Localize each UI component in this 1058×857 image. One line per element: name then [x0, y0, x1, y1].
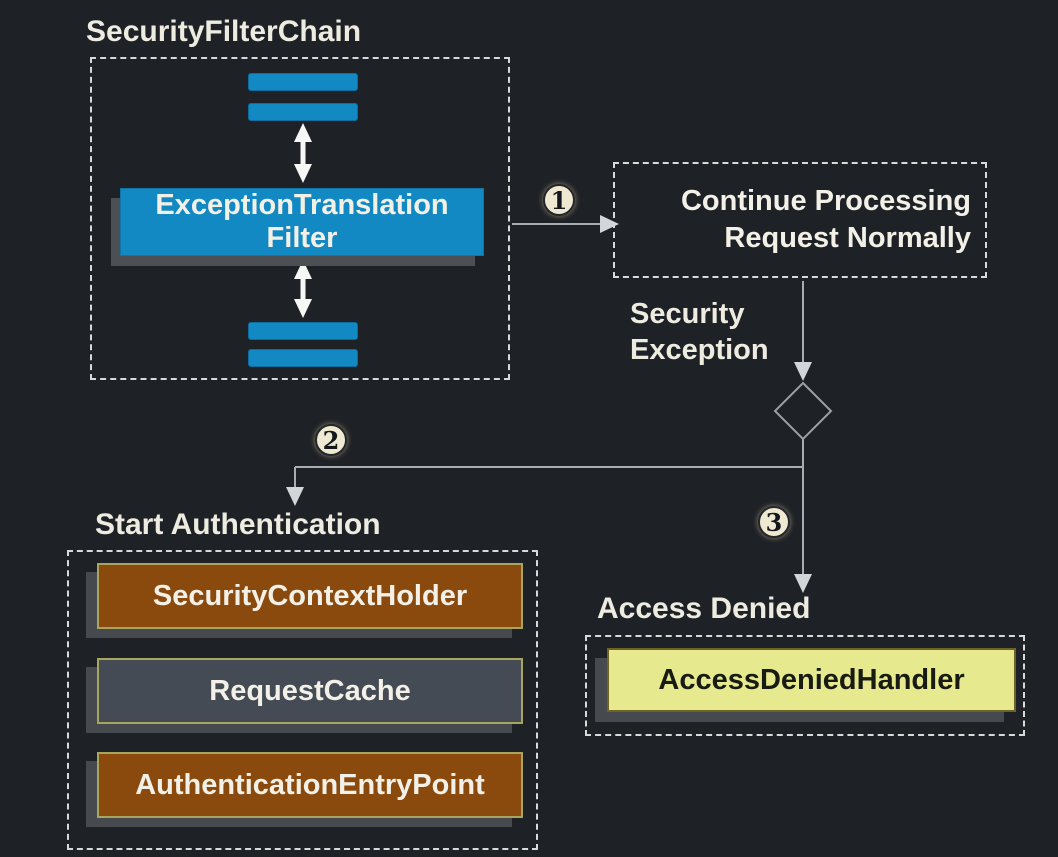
- security-filter-chain-title: SecurityFilterChain: [86, 15, 362, 48]
- access-denied-handler-label: AccessDeniedHandler: [658, 663, 965, 696]
- double-arrow-bottom-up-icon: [294, 260, 312, 279]
- step-1-badge: 1: [543, 184, 575, 216]
- decision-diamond: [773, 381, 833, 441]
- arrowheads: [286, 215, 812, 593]
- security-exception-line1: Security: [630, 298, 745, 330]
- authentication-entry-point-box: AuthenticationEntryPoint: [97, 752, 523, 818]
- double-arrow-bottom-shaft: [300, 276, 306, 302]
- arrowhead-right-icon: [600, 215, 619, 233]
- step-2-badge: 2: [315, 424, 347, 456]
- step-3-badge: 3: [758, 506, 790, 538]
- double-arrows: [294, 123, 312, 318]
- connector-lines: [294, 223, 804, 579]
- arrowhead-down-access-denied-icon: [794, 574, 812, 593]
- request-cache-box: RequestCache: [97, 658, 523, 724]
- security-filter-chain-container: [90, 57, 510, 380]
- exception-translation-filter-box: ExceptionTranslation Filter: [120, 188, 484, 256]
- start-authentication-container: [67, 550, 538, 850]
- double-arrow-top-down-icon: [294, 164, 312, 183]
- filter-bar-4: [248, 349, 358, 367]
- continue-processing-line1: Continue Processing: [680, 185, 971, 217]
- arrowhead-down-diamond-icon: [794, 362, 812, 381]
- filter-bar-2: [248, 103, 358, 121]
- continue-processing-line2: Request Normally: [724, 222, 971, 254]
- request-cache-label: RequestCache: [209, 674, 411, 707]
- access-denied-title: Access Denied: [597, 592, 811, 625]
- continue-processing-box: Continue Processing Request Normally: [613, 162, 987, 278]
- filter-bar-3: [248, 322, 358, 340]
- exception-translation-filter-line1: ExceptionTranslation: [155, 189, 449, 221]
- arrowhead-down-start-auth-icon: [286, 487, 304, 506]
- double-arrow-top-up-icon: [294, 123, 312, 142]
- double-arrow-bottom-down-icon: [294, 299, 312, 318]
- access-denied-container: [585, 635, 1025, 736]
- security-exception-line2: Exception: [630, 334, 769, 366]
- exception-translation-filter-line2: Filter: [266, 222, 338, 254]
- authentication-entry-point-label: AuthenticationEntryPoint: [135, 768, 485, 801]
- access-denied-handler-box: AccessDeniedHandler: [607, 648, 1016, 712]
- filter-bar-1: [248, 73, 358, 91]
- double-arrow-top-shaft: [300, 139, 306, 167]
- start-authentication-title: Start Authentication: [95, 508, 381, 541]
- security-exception-label: Security Exception: [630, 296, 769, 368]
- security-context-holder-box: SecurityContextHolder: [97, 563, 523, 629]
- security-context-holder-label: SecurityContextHolder: [152, 579, 468, 612]
